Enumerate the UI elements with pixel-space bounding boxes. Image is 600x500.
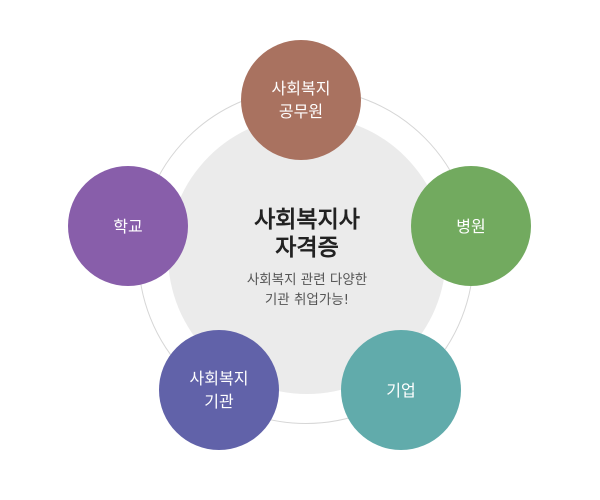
center-subtitle-line2: 기관 취업가능! bbox=[264, 292, 350, 308]
center-subtitle: 사회복지 관련 다양한 기관 취업가능! bbox=[168, 270, 446, 310]
node-label-line1: 사회복지 bbox=[271, 79, 331, 98]
node-public-official: 사회복지 공무원 bbox=[241, 40, 361, 160]
center-title-line2: 자격증 bbox=[275, 235, 339, 261]
node-school: 학교 bbox=[68, 166, 188, 286]
node-label-line2: 기관 bbox=[204, 392, 234, 411]
center-title-line1: 사회복지사 bbox=[254, 207, 360, 233]
center-subtitle-line1: 사회복지 관련 다양한 bbox=[246, 272, 368, 288]
node-welfare-institution: 사회복지 기관 bbox=[159, 330, 279, 450]
node-label-line1: 사회복지 bbox=[189, 369, 249, 388]
center-title: 사회복지사 자격증 bbox=[168, 206, 446, 262]
node-label-line1: 학교 bbox=[113, 216, 143, 236]
node-company: 기업 bbox=[341, 330, 461, 450]
node-label-line1: 기업 bbox=[386, 380, 416, 400]
node-label-line1: 병원 bbox=[456, 216, 486, 236]
node-label-line2: 공무원 bbox=[278, 102, 324, 121]
node-hospital: 병원 bbox=[411, 166, 531, 286]
